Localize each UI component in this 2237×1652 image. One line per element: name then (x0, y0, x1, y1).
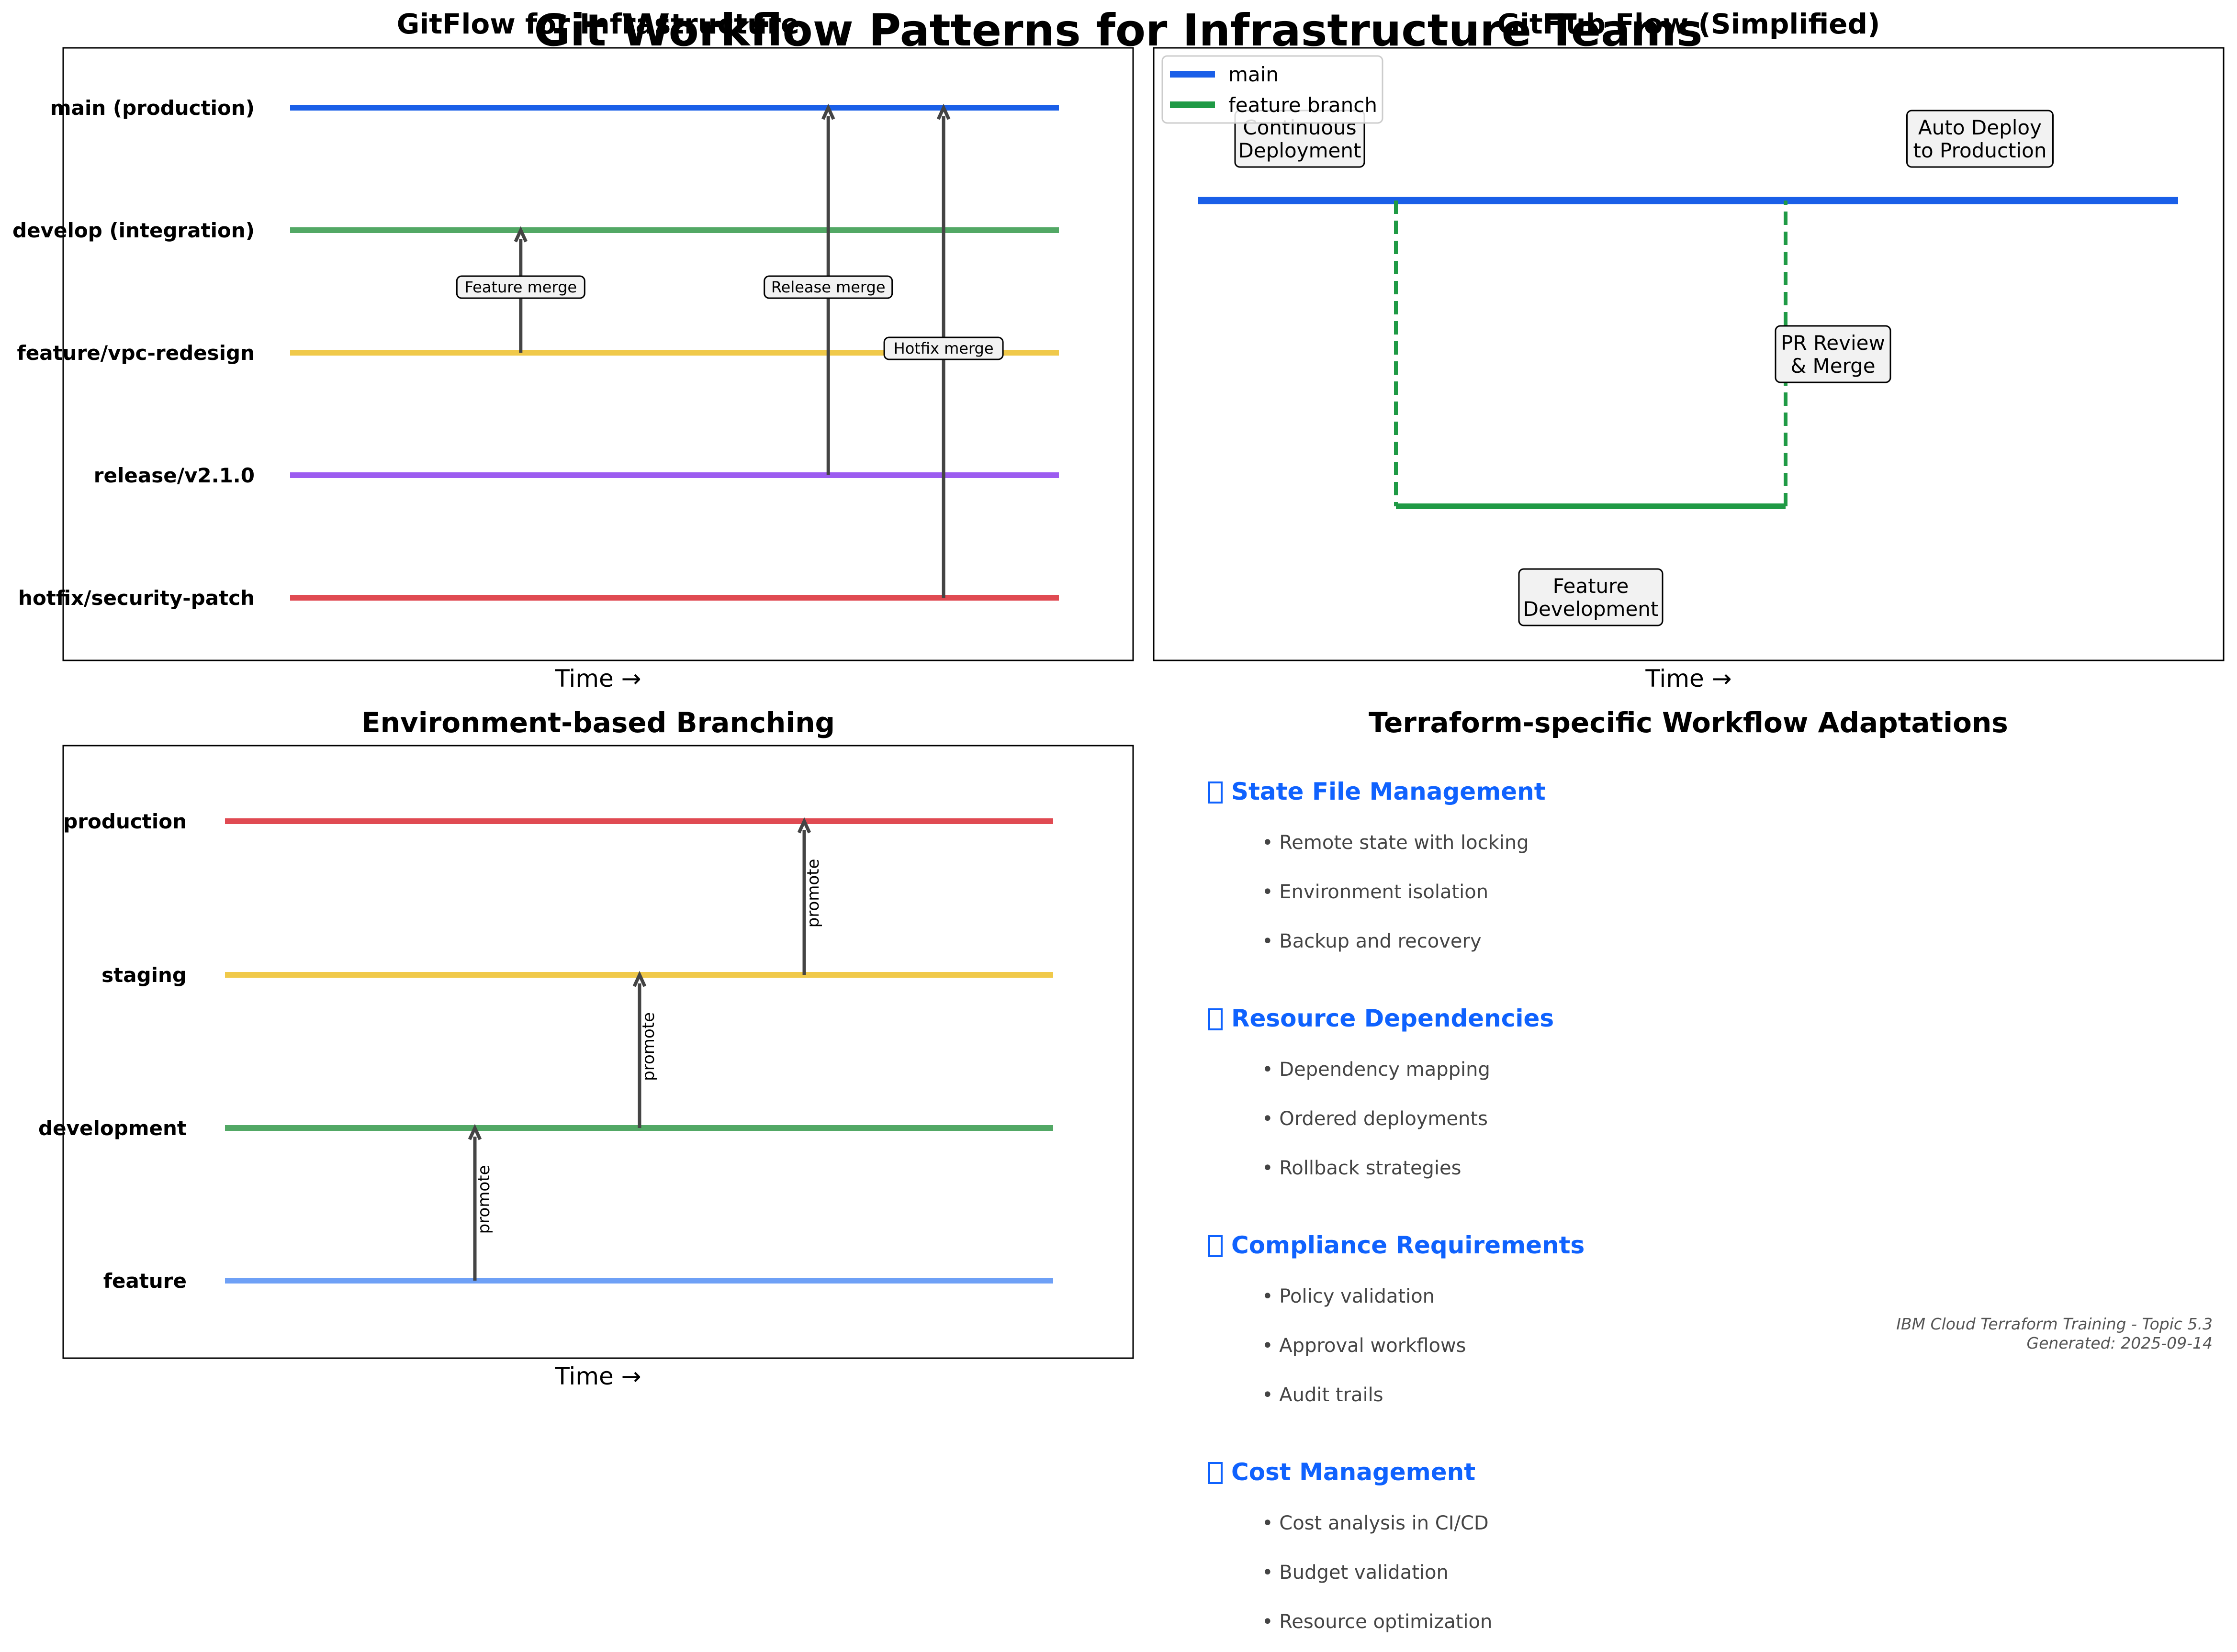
gitflow-branch-label: hotfix/security-patch (18, 586, 255, 610)
terraform-panel: Terraform-specific Workflow AdaptationsS… (1208, 706, 2008, 1633)
terraform-section-heading: Compliance Requirements (1231, 1231, 1585, 1259)
legend-entry-label: feature branch (1228, 93, 1377, 117)
terraform-title: Terraform-specific Workflow Adaptations (1369, 706, 2008, 739)
env-promote-arrow (468, 1124, 482, 1281)
env-branch-label: development (38, 1116, 187, 1140)
section-icon (1208, 1462, 1223, 1484)
terraform-section-item: • Rollback strategies (1262, 1157, 1461, 1179)
gitflow-merge-label-box (456, 275, 585, 299)
section-icon (1208, 1235, 1223, 1257)
github-flow-xlabel: Time → (1645, 665, 1731, 692)
terraform-section-item: • Remote state with locking (1262, 832, 1529, 854)
terraform-section-heading: Resource Dependencies (1231, 1005, 1554, 1032)
github-flow-title: GitHub Flow (Simplified) (1497, 8, 1880, 40)
gitflow-branch-label: release/v2.1.0 (94, 464, 255, 487)
legend-frame (1161, 55, 1383, 124)
github-annotation-label: PR Review& Merge (1781, 331, 1885, 378)
footer-line-1: IBM Cloud Terraform Training - Topic 5.3 (1896, 1315, 2213, 1333)
arrow-head (797, 817, 811, 834)
section-icon (1208, 1008, 1223, 1030)
gitflow-merge-label: Release merge (771, 278, 886, 296)
terraform-section-item: • Budget validation (1262, 1562, 1449, 1584)
terraform-section-item: • Resource optimization (1262, 1611, 1492, 1633)
gitflow-branch-label: develop (integration) (12, 219, 255, 242)
terraform-section-item: • Policy validation (1262, 1285, 1435, 1307)
gitflow-merge-label-box (764, 275, 893, 299)
github-flow-axes (1153, 47, 2225, 661)
env-promote-label: promote (639, 1012, 658, 1081)
gitflow-xlabel: Time → (554, 665, 641, 692)
gitflow-merge-label-box (883, 336, 1004, 360)
arrow-head (936, 103, 951, 120)
env-axes (62, 745, 1134, 1359)
arrow-head (821, 103, 835, 120)
gitflow-merge-label: Feature merge (465, 278, 577, 296)
env-promote-arrow (797, 817, 811, 975)
env-xlabel: Time → (554, 1362, 641, 1390)
env-promote-label: promote (474, 1165, 494, 1234)
gitflow-branch-label: feature/vpc-redesign (17, 341, 255, 365)
gitflow-title: GitFlow for Infrastructure (397, 8, 800, 40)
env-promote-arrow (632, 971, 647, 1128)
env-title: Environment-based Branching (361, 706, 835, 739)
gitflow-merge-label: Hotfix merge (894, 339, 994, 357)
github-annotation-box (1906, 110, 2054, 168)
github-flow-panel: GitHub Flow (Simplified)Time →Continuous… (1153, 8, 2225, 692)
github-annotation-box (1518, 568, 1664, 626)
terraform-section-heading: State File Management (1231, 778, 1546, 805)
arrow-head (468, 1124, 482, 1140)
gitflow-branch-label: main (production) (50, 96, 255, 120)
env-promote-label: promote (804, 859, 823, 928)
github-legend: main feature branch (1161, 55, 1383, 124)
env-branch-label: production (63, 810, 187, 833)
terraform-section-item: • Backup and recovery (1262, 930, 1482, 952)
terraform-section-item: • Dependency mapping (1262, 1059, 1490, 1081)
gitflow-axes (62, 47, 1134, 661)
terraform-section-item: • Approval workflows (1262, 1335, 1466, 1357)
terraform-section-item: • Environment isolation (1262, 881, 1488, 903)
legend-entry-label: main (1228, 63, 1279, 86)
github-annotation-box (1775, 325, 1891, 383)
terraform-section-item: • Cost analysis in CI/CD (1262, 1512, 1489, 1534)
terraform-section-item: • Ordered deployments (1262, 1108, 1488, 1130)
section-icon (1208, 781, 1223, 804)
arrow-head (514, 226, 528, 243)
env-branch-label: feature (103, 1269, 187, 1293)
footer-line-2: Generated: 2025-09-14 (2027, 1334, 2213, 1352)
arrow-head (632, 971, 647, 987)
env-branch-label: staging (101, 963, 187, 987)
terraform-section-item: • Audit trails (1262, 1384, 1383, 1406)
terraform-section-heading: Cost Management (1231, 1458, 1475, 1486)
